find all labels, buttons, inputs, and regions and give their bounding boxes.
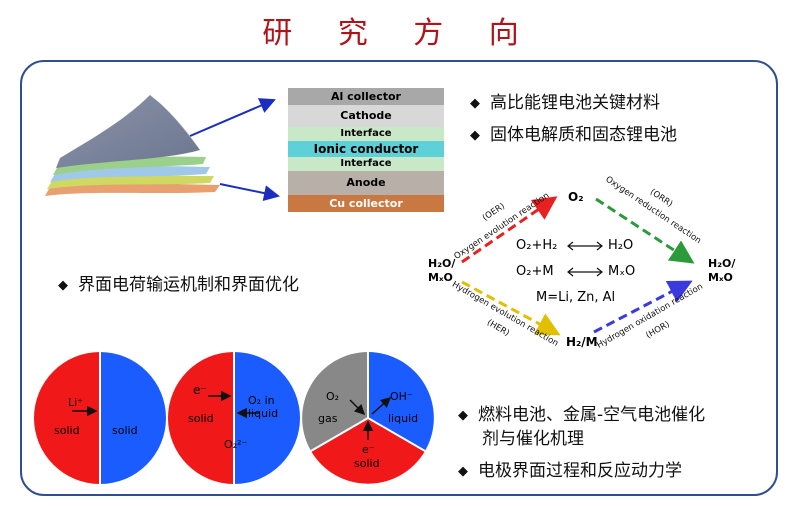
c2-left-label: solid (188, 412, 214, 425)
bullet-fuel-cell-catalysis: ◆燃料电池、金属-空气电池催化 (458, 405, 706, 425)
top-node-o2: O₂ (568, 190, 584, 204)
her-arrow (461, 280, 561, 336)
right-node: H₂O/ MₓO (708, 257, 736, 284)
c1-right-label: solid (112, 424, 138, 437)
layered-sheets-illustration (45, 95, 220, 196)
left-node: H₂O/ MₓO (428, 257, 456, 284)
c1-left-label: solid (54, 424, 80, 437)
c2-right-label: O₂ in liquid (248, 394, 279, 420)
c3-gas-label: gas (318, 412, 338, 425)
layer-ionic-conductor: Ionic conductor (288, 141, 444, 157)
eq2-left: O₂+M (516, 264, 554, 279)
battery-layer-stack: Al collector Cathode Interface Ionic con… (288, 88, 444, 212)
metals-note: M=Li, Zn, Al (536, 290, 616, 305)
layer-interface-top: Interface (288, 127, 444, 141)
bullet-fuel-cell-catalysis-cont: 剂与催化机理 (482, 429, 584, 449)
c2-bottom-label: O₂²⁻ (224, 438, 248, 451)
layer-anode: Anode (288, 171, 444, 195)
layer-cathode: Cathode (288, 105, 444, 127)
arrow-to-stack-top (189, 98, 276, 137)
bullet-solid-electrolyte: ◆固体电解质和固态锂电池 (470, 125, 677, 145)
c3-liquid-label: liquid (388, 412, 419, 425)
interface-circle-three-phase (302, 352, 434, 484)
c1-ion-label: Li⁺ (68, 396, 83, 409)
arrow-to-stack-bottom (219, 183, 280, 201)
diamond-bullet-icon: ◆ (58, 278, 68, 293)
diamond-bullet-icon: ◆ (470, 96, 480, 111)
c2-electron-label: e⁻ (193, 383, 207, 397)
orr-label: Oxygen reduction reaction (603, 175, 702, 247)
page-title: 研 究 方 向 (262, 16, 537, 51)
bullet-interface-charge-transport: ◆界面电荷输运机制和界面优化 (58, 275, 299, 295)
interface-circle-solid-solid (34, 352, 166, 484)
c3-gas-species-label: O₂ (326, 390, 340, 403)
bottom-node-h2m: H₂/M (566, 335, 598, 349)
diamond-bullet-icon: ◆ (470, 128, 480, 143)
bullet-electrode-kinetics: ◆电极界面过程和反应动力学 (458, 461, 682, 481)
orr-arrow (595, 197, 695, 264)
bullet-high-energy-materials: ◆高比能锂电池关键材料 (470, 93, 660, 113)
c3-electron-label: e⁻ (362, 443, 375, 456)
layer-interface-bottom: Interface (288, 157, 444, 171)
eq1-left: O₂+H₂ (516, 238, 558, 253)
diamond-bullet-icon: ◆ (458, 464, 468, 479)
diamond-bullet-icon: ◆ (458, 408, 468, 423)
eq2-right: MₓO (608, 264, 636, 279)
hor-arrow (593, 280, 693, 334)
oer-arrow (461, 196, 558, 264)
interface-circle-solid-liquid (168, 352, 300, 484)
c3-solid-label: solid (354, 457, 380, 470)
c3-ion-label: OH⁻ (390, 390, 413, 403)
eq1-right: H₂O (608, 238, 634, 253)
layer-cu-collector: Cu collector (288, 195, 444, 212)
layer-al-collector: Al collector (288, 88, 444, 105)
